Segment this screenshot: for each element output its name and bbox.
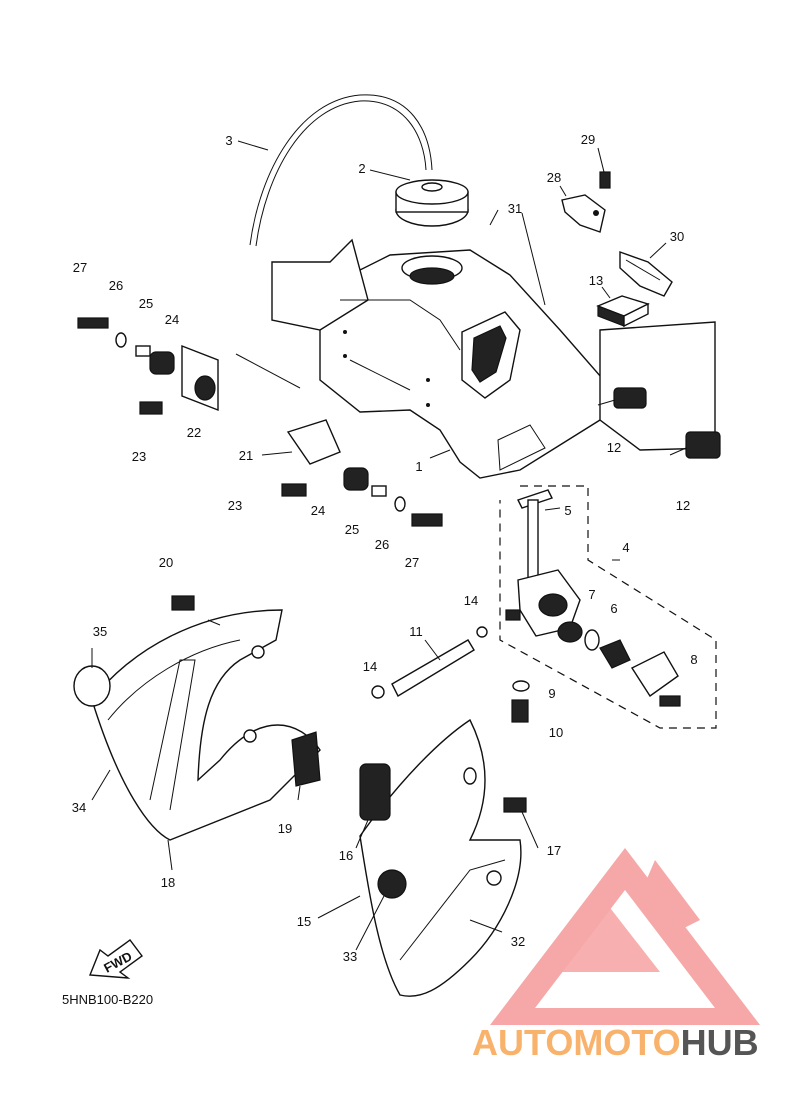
- part-4-fuel-cock-assembly-box: [499, 485, 717, 729]
- callout-27a: 27: [73, 260, 87, 275]
- callout-13: 13: [589, 273, 603, 288]
- watermark-text: AUTOMOTOHUB: [472, 1022, 759, 1063]
- part-28-bracket: [561, 194, 606, 233]
- part-14-clip-upper: [476, 626, 488, 638]
- callout-22: 22: [187, 425, 201, 440]
- callout-9: 9: [548, 686, 555, 701]
- callout-20: 20: [159, 555, 173, 570]
- leader-lines: [91, 140, 687, 951]
- part-12-damper-upper: [613, 387, 647, 409]
- part-33-emblem: [377, 869, 407, 899]
- part-10-screw: [511, 699, 529, 723]
- callout-19: 19: [278, 821, 292, 836]
- part-15-right-shroud: [359, 718, 522, 997]
- callout-31: 31: [508, 201, 522, 216]
- part-35-emblem: [73, 665, 111, 707]
- callout-14a: 14: [464, 593, 478, 608]
- part-13-pad: [596, 295, 650, 328]
- part-1-fuel-tank: [271, 238, 716, 479]
- callout-17: 17: [547, 843, 561, 858]
- callout-34: 34: [72, 800, 86, 815]
- part-6-o-ring: [584, 629, 600, 651]
- callout-1: 1: [415, 459, 422, 474]
- callout-5: 5: [564, 503, 571, 518]
- part-30-clip: [619, 251, 673, 297]
- callout-14b: 14: [363, 659, 377, 674]
- part-8-plate: [630, 651, 679, 697]
- part-9-washer: [512, 680, 530, 692]
- callout-26a: 26: [109, 278, 123, 293]
- mount-hardware-left: [77, 317, 219, 415]
- part-11-fuel-hose: [391, 639, 475, 697]
- callout-25a: 25: [139, 296, 153, 311]
- callout-12b: 12: [676, 498, 690, 513]
- part-19-damper: [291, 731, 321, 787]
- callout-26b: 26: [375, 537, 389, 552]
- part-4-fuel-cock: [505, 499, 581, 637]
- callout-11: 11: [409, 624, 423, 639]
- part-8-screw: [659, 695, 681, 707]
- mount-hardware-right: [281, 419, 443, 527]
- callout-15: 15: [297, 914, 311, 929]
- callout-23a: 23: [132, 449, 146, 464]
- part-17-bolt: [503, 797, 527, 813]
- callout-21: 21: [239, 448, 253, 463]
- callout-27b: 27: [405, 555, 419, 570]
- callout-6: 6: [610, 601, 617, 616]
- part-14-clip-lower: [371, 685, 385, 699]
- callout-4: 4: [622, 540, 629, 555]
- part-5-washer: [517, 489, 553, 509]
- callout-labels: 3 2 31 28 29 30 13 27 26 25 24 23 22 21 …: [72, 132, 698, 964]
- part-3-breather-hose: [249, 94, 433, 246]
- callout-33: 33: [343, 949, 357, 964]
- part-16-damper: [359, 763, 391, 821]
- callout-29: 29: [581, 132, 595, 147]
- callout-35: 35: [93, 624, 107, 639]
- callout-8: 8: [690, 652, 697, 667]
- part-12-damper-lower: [685, 431, 721, 459]
- callout-7: 7: [588, 587, 595, 602]
- part-7-filter: [557, 621, 583, 643]
- callout-3: 3: [225, 133, 232, 148]
- part-20-bolt: [171, 595, 195, 611]
- callout-25b: 25: [345, 522, 359, 537]
- callout-28: 28: [547, 170, 561, 185]
- watermark-part1: AUTOMOTO: [472, 1022, 681, 1063]
- callout-18: 18: [161, 875, 175, 890]
- callout-23b: 23: [228, 498, 242, 513]
- diagram-code: 5HNB100-B220: [62, 992, 153, 1007]
- callout-24a: 24: [165, 312, 179, 327]
- callout-12a: 12: [607, 440, 621, 455]
- watermark-logo: [490, 848, 760, 1025]
- callout-24b: 24: [311, 503, 325, 518]
- fwd-arrow-icon: FWD: [88, 939, 143, 979]
- part-6-lever: [599, 639, 631, 669]
- callout-10: 10: [549, 725, 563, 740]
- watermark-part2: HUB: [681, 1022, 759, 1063]
- callout-30: 30: [670, 229, 684, 244]
- part-2-fuel-cap: [395, 179, 469, 227]
- callout-32: 32: [511, 934, 525, 949]
- callout-16: 16: [339, 848, 353, 863]
- part-18-left-shroud: [91, 609, 321, 841]
- callout-2: 2: [358, 161, 365, 176]
- part-29-bolt: [599, 171, 611, 189]
